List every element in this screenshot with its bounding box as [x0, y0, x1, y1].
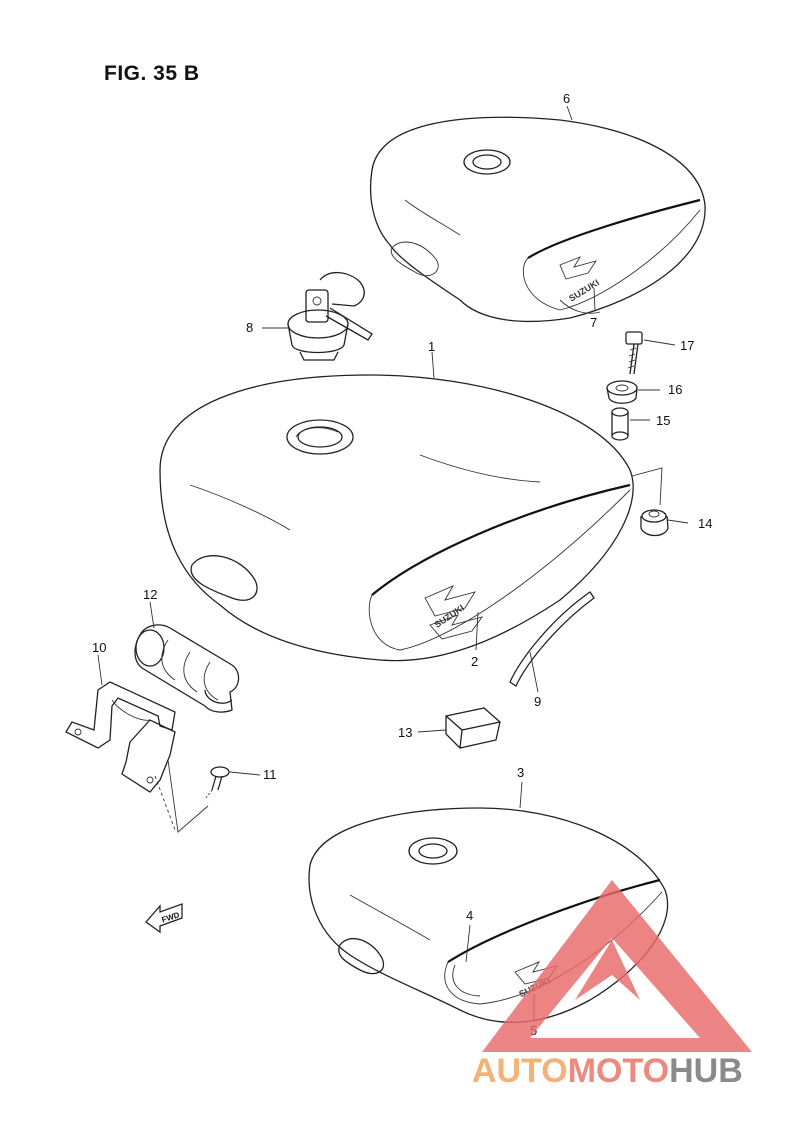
- part-number-10: 10: [92, 640, 106, 655]
- grommet-16: [606, 380, 638, 404]
- damper-12: [134, 624, 240, 713]
- suzuki-emblem-2: SUZUKI: [424, 585, 484, 640]
- part-number-1: 1: [428, 339, 435, 354]
- trim-strip-9: [509, 591, 595, 687]
- part-number-4: 4: [466, 908, 473, 923]
- part-number-2: 2: [471, 654, 478, 669]
- watermark-text: AUTOMOTOHUB: [472, 1052, 743, 1090]
- cushion-14: [640, 509, 669, 537]
- fuel-tank-1: SUZUKI: [159, 374, 634, 662]
- part-number-11: 11: [263, 767, 277, 782]
- svg-text:SUZUKI: SUZUKI: [567, 277, 601, 303]
- part-number-9: 9: [534, 694, 541, 709]
- part-number-14: 14: [698, 516, 712, 531]
- part-number-17: 17: [680, 338, 694, 353]
- fuel-cap-8: [287, 272, 373, 361]
- figure-title: FIG. 35 B: [104, 62, 200, 85]
- part-number-6: 6: [563, 91, 570, 106]
- watermark-logo: [482, 880, 752, 1052]
- part-number-8: 8: [246, 320, 253, 335]
- svg-text:SUZUKI: SUZUKI: [433, 603, 466, 630]
- part-number-12: 12: [143, 587, 157, 602]
- fuel-tank-6: SUZUKI: [369, 116, 706, 323]
- part-number-15: 15: [656, 413, 670, 428]
- leader-lines: [97, 105, 689, 1020]
- part-number-13: 13: [398, 725, 412, 740]
- bolt-17: [625, 331, 643, 375]
- watermark-triangle-icon: [482, 880, 752, 1052]
- fwd-arrow-icon: FWD: [145, 903, 183, 934]
- screw-11: [205, 766, 230, 799]
- part-number-3: 3: [517, 765, 524, 780]
- collar-15: [611, 407, 629, 441]
- part-number-16: 16: [668, 382, 682, 397]
- part-number-7: 7: [590, 315, 597, 330]
- bracket-10: [65, 681, 209, 833]
- pad-13: [445, 707, 501, 749]
